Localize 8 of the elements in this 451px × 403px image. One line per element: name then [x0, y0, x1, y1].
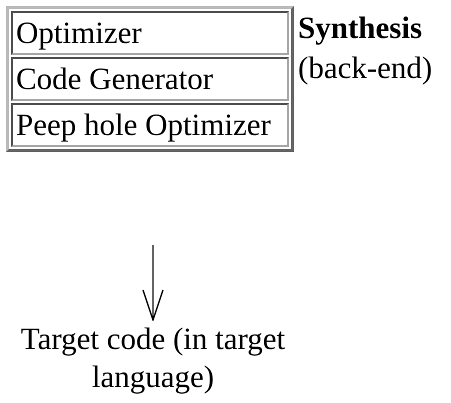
arrow — [142, 245, 164, 321]
table-frame — [6, 6, 294, 152]
table-cell: Peep hole Optimizer — [11, 103, 289, 147]
side-note: Synthesis — [298, 9, 424, 47]
table-cell: Code Generator — [11, 57, 289, 101]
output-text: Target code (in target language) — [8, 320, 298, 396]
table-cell: Optimizer — [11, 11, 289, 55]
side-note: (back-end) — [298, 49, 432, 87]
